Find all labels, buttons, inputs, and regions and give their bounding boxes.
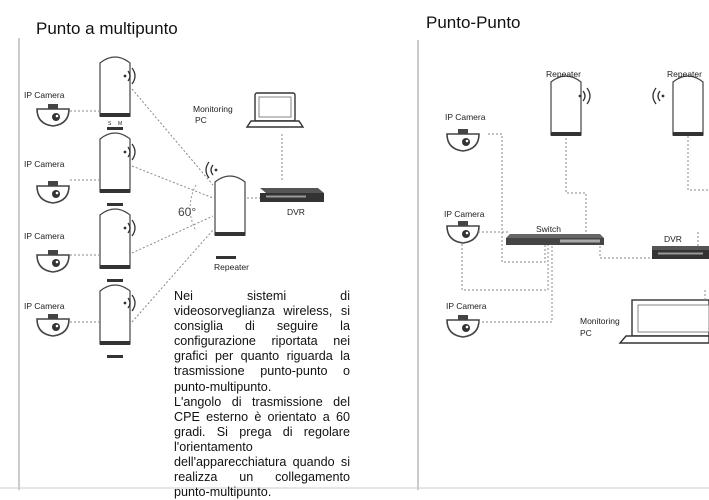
repeater-label-2: Repeater: [667, 69, 702, 79]
description-text: Nei sistemi di videosorveglianza wireles…: [174, 289, 350, 500]
ip-camera-label-1: IP Camera: [24, 90, 65, 100]
dvr-label-right: DVR: [664, 234, 682, 244]
repeater-label-1: Repeater: [546, 69, 581, 79]
ip-camera-label-r2: IP Camera: [444, 209, 485, 219]
multipoint-title: Punto a multipunto: [36, 19, 178, 38]
description-paragraph-1: Nei sistemi di videosorveglianza wireles…: [174, 289, 350, 394]
switch-label: Switch: [536, 224, 562, 234]
monitoring-pc-label-r2: PC: [580, 328, 592, 338]
ip-camera-label-2: IP Camera: [24, 159, 65, 169]
description-paragraph-2: L'angolo di trasmissione del CPE esterno…: [174, 394, 350, 500]
monitoring-pc-label-r1: Monitoring: [580, 316, 620, 326]
ip-camera-label-4: IP Camera: [24, 301, 65, 311]
angle-label: 60°: [178, 205, 197, 219]
repeater-label-left: Repeater: [214, 262, 249, 272]
monitoring-pc-label-2: PC: [195, 115, 207, 125]
monitoring-pc-label-1: Monitoring: [193, 104, 233, 114]
switch-mark-m: M: [118, 121, 123, 127]
point-to-point-title: Punto-Punto: [426, 13, 521, 32]
switch-mark-s: S: [108, 121, 112, 127]
ip-camera-label-r3: IP Camera: [446, 301, 487, 311]
ip-camera-label-3: IP Camera: [24, 231, 65, 241]
ip-camera-label-r1: IP Camera: [445, 112, 486, 122]
dvr-label-left: DVR: [287, 207, 305, 217]
